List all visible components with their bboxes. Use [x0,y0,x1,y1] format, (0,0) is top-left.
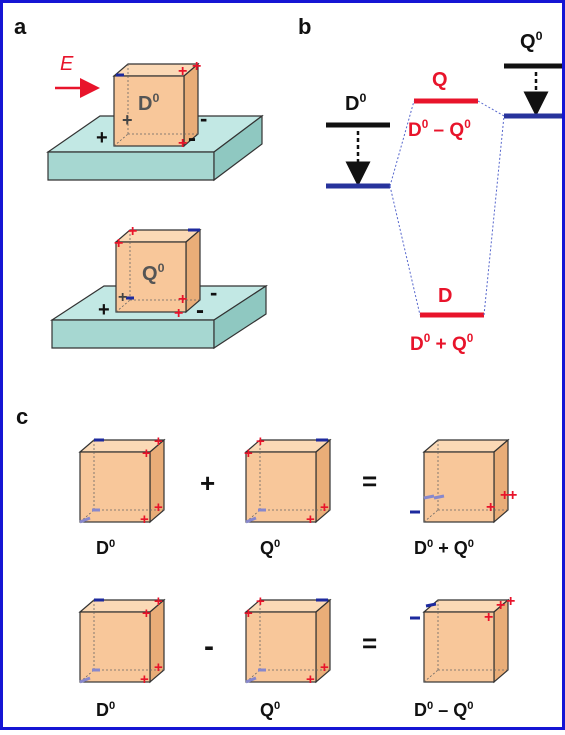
cube-label-q0: Q0 [142,261,165,285]
svg-text:+: + [154,593,163,610]
row2-label-diff: D0 – Q0 [414,700,473,720]
svg-text:+: + [154,499,163,516]
plate-plus-charge: + [96,127,108,149]
panel-c: c + + + + + + + + + = + [16,404,517,720]
svg-text:+: + [484,609,493,626]
svg-text:+: + [496,597,505,614]
svg-text:+: + [178,63,187,80]
row1-cube-sum: + + + [410,439,517,523]
row2-cube-diff: + + + [410,593,515,683]
row2-cube-q0: + + + + [244,593,331,688]
cube-quadrupole: Q0 + + + + + [114,223,201,322]
svg-text:+: + [142,605,151,622]
svg-text:+: + [192,58,201,75]
panel-a: a E D0 + + + + + - - [14,14,269,350]
svg-text:+: + [256,433,265,450]
svg-text:+: + [306,671,315,688]
svg-text:+: + [500,487,509,504]
field-label-e: E [60,53,74,75]
svg-text:+: + [140,671,149,688]
panel-a-label: a [14,14,27,39]
plate-minus-charge-2: - [188,125,196,152]
level-d-name: D [438,285,452,307]
cube-dipole: D0 + + + + [113,58,201,152]
svg-text:+: + [178,291,187,308]
plate-minus-charge-b2: - [196,297,204,324]
cube-label-d0: D0 [138,91,159,115]
svg-text:+: + [486,499,495,516]
svg-text:+: + [114,235,123,252]
row2-label-q0: Q0 [260,700,280,720]
plate-plus-charge-b: + [98,299,110,321]
plate-minus-charge-1: - [200,106,207,131]
level-q-composition: D0 – Q0 [408,118,471,141]
level-d-composition: D0 + Q0 [410,332,474,355]
panel-c-label: c [16,404,28,429]
row1-label-d0: D0 [96,538,115,558]
svg-text:+: + [320,499,329,516]
row1-op: + [200,468,215,498]
svg-text:+: + [256,593,265,610]
svg-text:+: + [508,487,517,504]
svg-text:+: + [506,593,515,610]
svg-text:+: + [140,511,149,528]
level-d0-label: D0 [345,91,366,115]
svg-text:+: + [306,511,315,528]
svg-text:+: + [244,605,253,622]
row1-label-q0: Q0 [260,538,280,558]
row1-eq: = [362,466,377,496]
svg-text:+: + [122,110,133,130]
svg-text:+: + [118,289,127,306]
row1-label-sum: D0 + Q0 [414,538,474,558]
svg-text:+: + [174,305,183,322]
svg-text:+: + [154,433,163,450]
svg-text:+: + [142,445,151,462]
level-q-name: Q [432,69,448,91]
row2-cube-d0: + + + + [79,593,165,688]
svg-text:+: + [244,445,253,462]
svg-text:+: + [128,223,137,240]
plate-minus-charge-b1: - [210,280,217,305]
row1-cube-d0: + + + + [79,433,165,528]
row2-eq: = [362,628,377,658]
row1-cube-q0: + + + + [244,433,331,528]
svg-text:+: + [154,659,163,676]
row2-label-d0: D0 [96,700,115,720]
panel-b-label: b [298,14,311,39]
svg-text:+: + [320,659,329,676]
level-q0-label: Q0 [520,29,543,53]
panel-b: b D0 Q0 Q D0 – Q0 D D0 + Q0 [298,14,562,355]
level-connectors [389,100,505,316]
row2-op: - [204,630,214,663]
svg-text:+: + [178,135,187,152]
